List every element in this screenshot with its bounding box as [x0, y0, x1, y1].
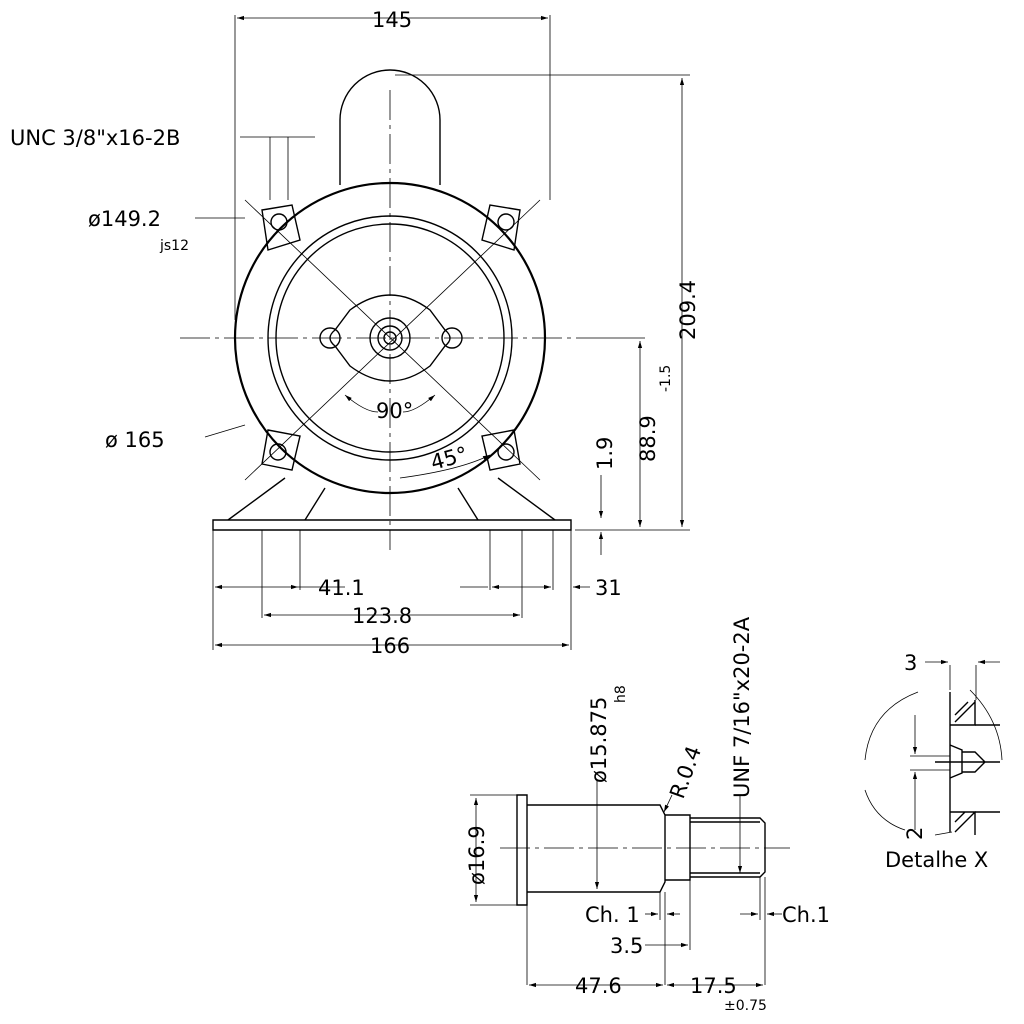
dim-3-5: 3.5: [610, 934, 643, 958]
dim-collar-diameter: ø16.9: [465, 825, 489, 885]
dim-1-9: 1.9: [593, 437, 617, 470]
dim-pilot-diameter: ø149.2: [88, 207, 161, 231]
end-bracket-hub: [329, 294, 451, 382]
mounting-ears: [261, 204, 521, 471]
dim-209-4: 209.4: [676, 280, 700, 340]
detail-title: Detalhe X: [885, 848, 988, 872]
chamfer-shoulder: Ch. 1: [585, 903, 640, 927]
shaft-tolerance: h8: [613, 685, 629, 703]
thread-callout: UNC 3/8"x16-2B: [10, 126, 180, 150]
dim-17-5: 17.5: [690, 974, 737, 998]
detail-x: 3 2 Detalhe X: [864, 651, 1003, 872]
angle-45: 45°: [428, 442, 470, 475]
thread-length-tolerance: ±0.75: [724, 998, 767, 1014]
dim-tolerance: -1.5: [658, 365, 674, 392]
shaft-thread-callout: UNF 7/16"x20-2A: [730, 616, 754, 798]
dim-31: 31: [595, 576, 622, 600]
dim-88-9: 88.9: [636, 415, 660, 462]
dim-47-6: 47.6: [575, 974, 622, 998]
dim-2: 2: [903, 827, 927, 840]
dim-166: 166: [370, 634, 410, 658]
dim-41-1: 41.1: [318, 576, 365, 600]
angle-90: 90°: [376, 399, 413, 423]
base-feet: [212, 477, 572, 531]
shaft-view: ø16.9 ø15.875 h8 R.0.4 UNF 7/16"x20-2A C…: [465, 616, 830, 1014]
dim-shaft-diameter: ø15.875: [587, 697, 611, 783]
dim-bolt-circle: ø 165: [105, 428, 165, 452]
dim-145: 145: [372, 8, 412, 32]
terminal-box: [339, 69, 441, 185]
dim-123-8: 123.8: [352, 604, 412, 628]
pilot-tolerance: js12: [159, 238, 189, 254]
dim-3: 3: [904, 651, 917, 675]
front-view: 145 UNC 3/8"x16-2B ø149.2 js12 ø 165 90°…: [10, 8, 700, 658]
chamfer-end: Ch.1: [782, 903, 830, 927]
dim-radius: R.0.4: [665, 743, 706, 802]
